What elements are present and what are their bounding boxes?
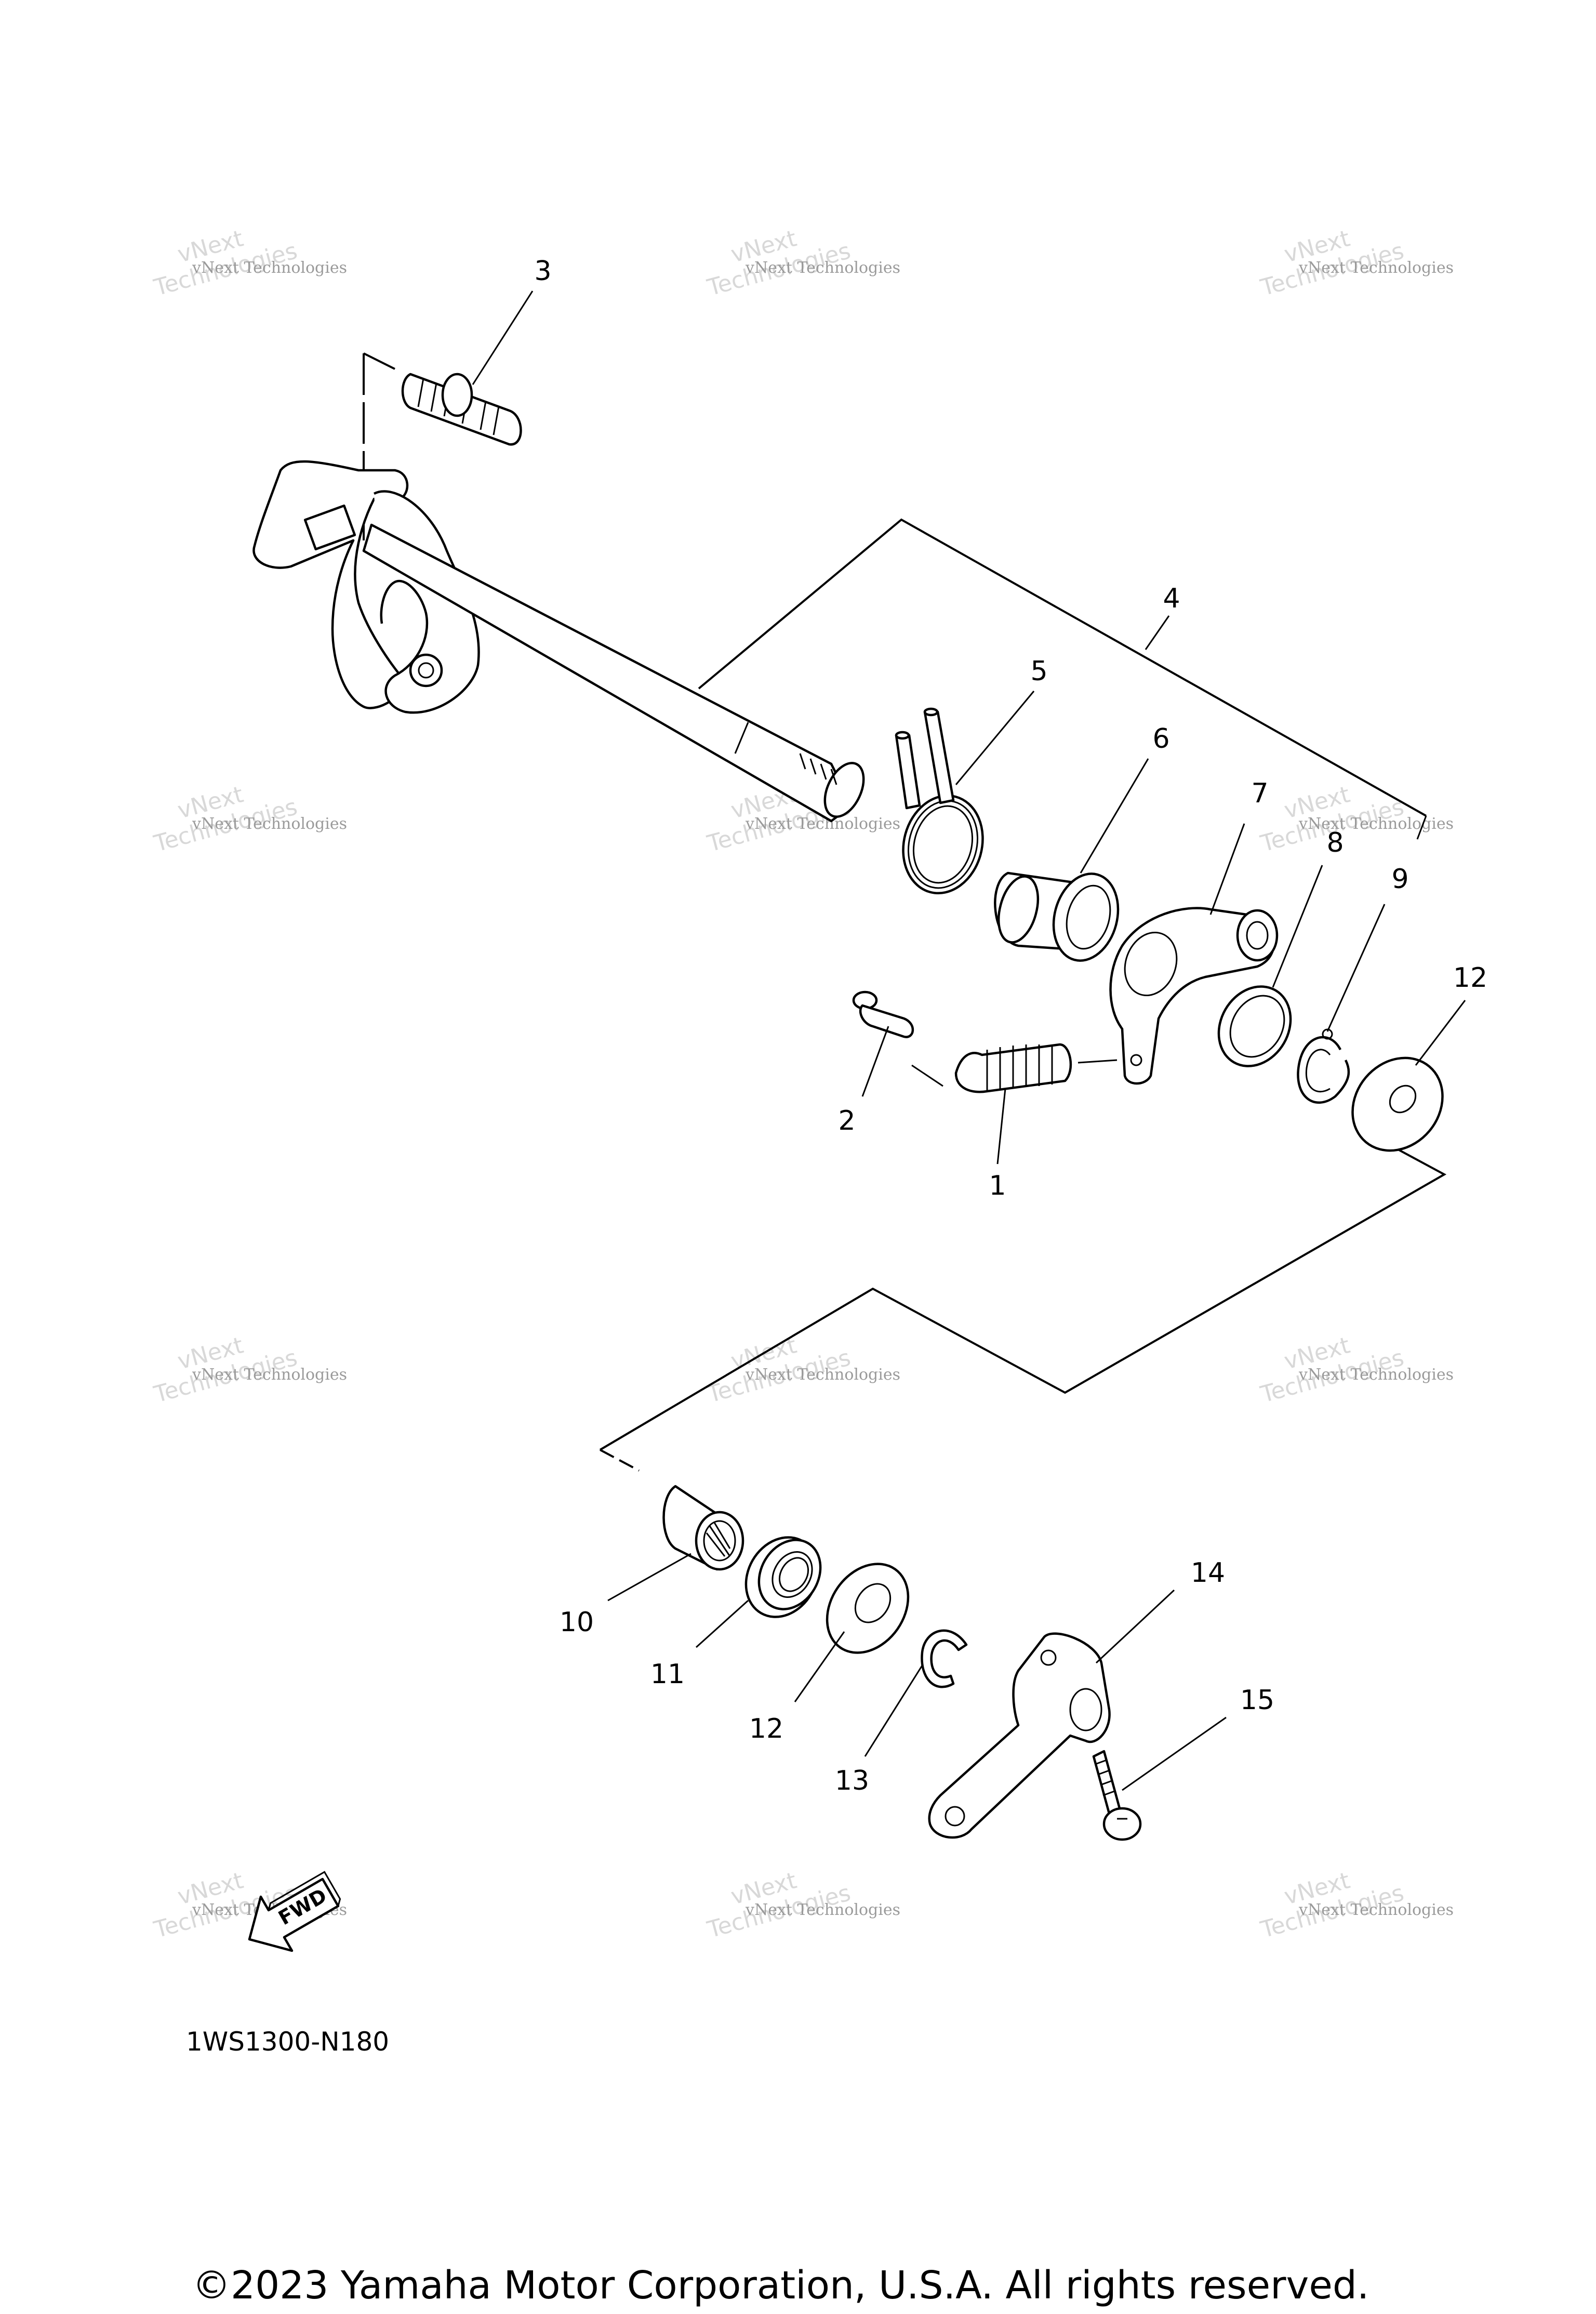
torsion-spring — [895, 707, 984, 895]
washer-12-lower — [826, 1563, 910, 1654]
watermark: vNext Technologies vNext Technologies — [151, 781, 347, 857]
collar — [994, 871, 1120, 962]
svg-text:vNext Technologies: vNext Technologies — [745, 259, 900, 277]
callout-14: 14 — [1191, 1557, 1225, 1589]
watermark: vNext Technologies vNext Technologies — [704, 225, 900, 301]
circlip-9 — [1297, 1028, 1350, 1104]
callout-6: 6 — [1152, 723, 1169, 755]
svg-text:vNext Technologies: vNext Technologies — [192, 259, 347, 277]
assembly-lines — [363, 352, 1447, 1472]
oil-seal — [744, 1536, 822, 1618]
svg-text:vNext Technologies: vNext Technologies — [1298, 1901, 1454, 1919]
watermark: vNext Technologies vNext Technologies — [151, 225, 347, 301]
needle-bearing — [662, 1485, 744, 1571]
callout-2: 2 — [838, 1105, 855, 1136]
svg-text:vNext Technologies: vNext Technologies — [192, 1366, 347, 1384]
svg-text:vNext Technologies: vNext Technologies — [745, 1366, 900, 1384]
callout-5: 5 — [1030, 656, 1047, 687]
watermark: vNext Technologies vNext Technologies — [704, 1867, 900, 1943]
callout-13: 13 — [835, 1765, 869, 1796]
shift-shaft-assembly — [252, 460, 865, 823]
washer-8 — [1217, 985, 1292, 1067]
watermark: vNext Technologies vNext Technologies — [1257, 225, 1454, 301]
callouts: 3 4 5 6 7 8 9 12 2 1 10 11 12 13 14 15 — [534, 256, 1487, 1796]
watermark: vNext Technologies vNext Technologies — [151, 1332, 347, 1408]
callout-9: 9 — [1391, 864, 1408, 895]
callout-3: 3 — [534, 256, 551, 287]
callout-4: 4 — [1163, 583, 1180, 614]
svg-text:vNext Technologies: vNext Technologies — [745, 1901, 900, 1919]
svg-text:vNext Technologies: vNext Technologies — [192, 815, 347, 833]
svg-text:vNext Technologies: vNext Technologies — [1298, 259, 1454, 277]
return-spring — [954, 1043, 1072, 1093]
copyright-notice: ©2023 Yamaha Motor Corporation, U.S.A. A… — [192, 2263, 1369, 2308]
callout-11: 11 — [650, 1659, 685, 1690]
stud-bolt — [401, 373, 522, 446]
washer-12-upper — [1351, 1056, 1444, 1152]
e-clip — [921, 1629, 968, 1688]
svg-text:vNext Technologies: vNext Technologies — [745, 815, 900, 833]
callout-10: 10 — [560, 1607, 594, 1638]
diagram-code: 1WS1300-N180 — [186, 2027, 390, 2057]
watermark: vNext Technologies vNext Technologies — [1257, 1332, 1454, 1408]
pin — [852, 990, 914, 1038]
callout-15: 15 — [1240, 1685, 1274, 1716]
shift-lever — [1109, 907, 1279, 1085]
callout-12-lower: 12 — [749, 1713, 783, 1744]
callout-8: 8 — [1326, 827, 1344, 858]
callout-12-upper: 12 — [1453, 962, 1487, 994]
svg-text:vNext Technologies: vNext Technologies — [1298, 1366, 1454, 1384]
watermark: vNext Technologies vNext Technologies — [1257, 1867, 1454, 1943]
leader-lines — [472, 290, 1466, 1791]
bolt — [1092, 1750, 1142, 1841]
callout-7: 7 — [1251, 778, 1268, 809]
shift-arm — [928, 1632, 1111, 1839]
svg-text:vNext Technologies: vNext Technologies — [1298, 815, 1454, 833]
callout-1: 1 — [989, 1170, 1006, 1201]
